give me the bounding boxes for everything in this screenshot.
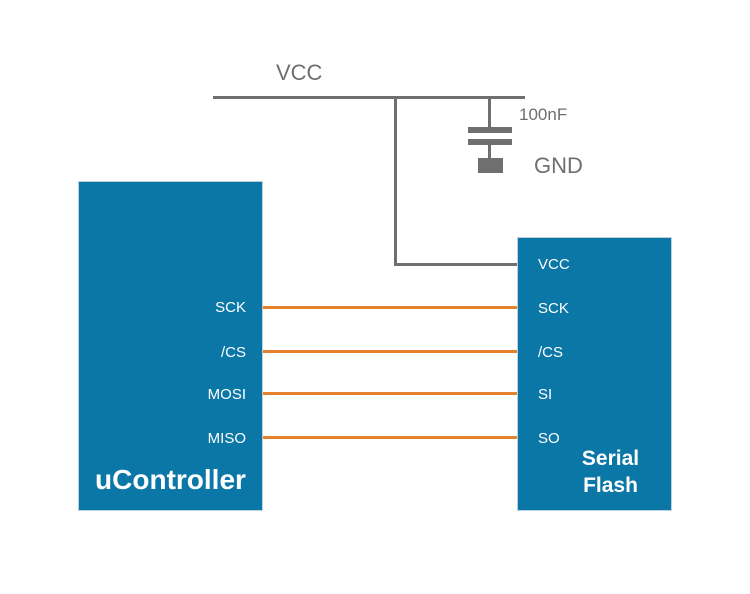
ucontroller-pin-miso: MISO <box>207 430 246 447</box>
ucontroller-chip: SCK /CS MOSI MISO uController <box>78 181 263 511</box>
capacitor-icon <box>468 96 512 176</box>
ucontroller-pin-cs: /CS <box>220 344 246 361</box>
vcc-branch-horizontal-wire <box>394 263 520 266</box>
serial-flash-name-label: Serial Flash <box>550 445 671 499</box>
gnd-label: GND <box>534 153 583 178</box>
vcc-rail-label: VCC <box>276 60 323 85</box>
ucontroller-name-label: uController <box>95 464 246 495</box>
serial-flash-pin-si: SI <box>538 386 553 403</box>
capacitor-value-label: 100nF <box>519 105 568 124</box>
serial-flash-pin-vcc: VCC <box>538 256 570 273</box>
vcc-rail-line <box>213 96 525 99</box>
serial-flash-pin-so: SO <box>538 430 560 447</box>
capacitor-top-plate <box>468 127 512 133</box>
serial-flash-name-line1: Serial <box>581 447 640 470</box>
serial-flash-name-line2: Flash <box>583 474 638 497</box>
serial-flash-chip: VCC SCK /CS SI SO Serial Flash <box>517 237 672 511</box>
serial-flash-pin-cs: /CS <box>538 344 564 361</box>
serial-flash-pin-sck: SCK <box>538 300 569 317</box>
ground-symbol-icon <box>478 158 503 173</box>
wire-mosi-si <box>262 392 518 395</box>
capacitor-bottom-lead <box>488 145 491 159</box>
ucontroller-pin-mosi: MOSI <box>207 386 246 403</box>
capacitor-top-lead <box>488 96 491 128</box>
vcc-branch-vertical-wire <box>394 96 397 266</box>
ucontroller-pin-sck: SCK <box>215 299 246 316</box>
capacitor-bottom-plate <box>468 139 512 145</box>
wire-miso-so <box>262 436 518 439</box>
wire-cs <box>262 350 518 353</box>
wire-sck <box>262 306 518 309</box>
